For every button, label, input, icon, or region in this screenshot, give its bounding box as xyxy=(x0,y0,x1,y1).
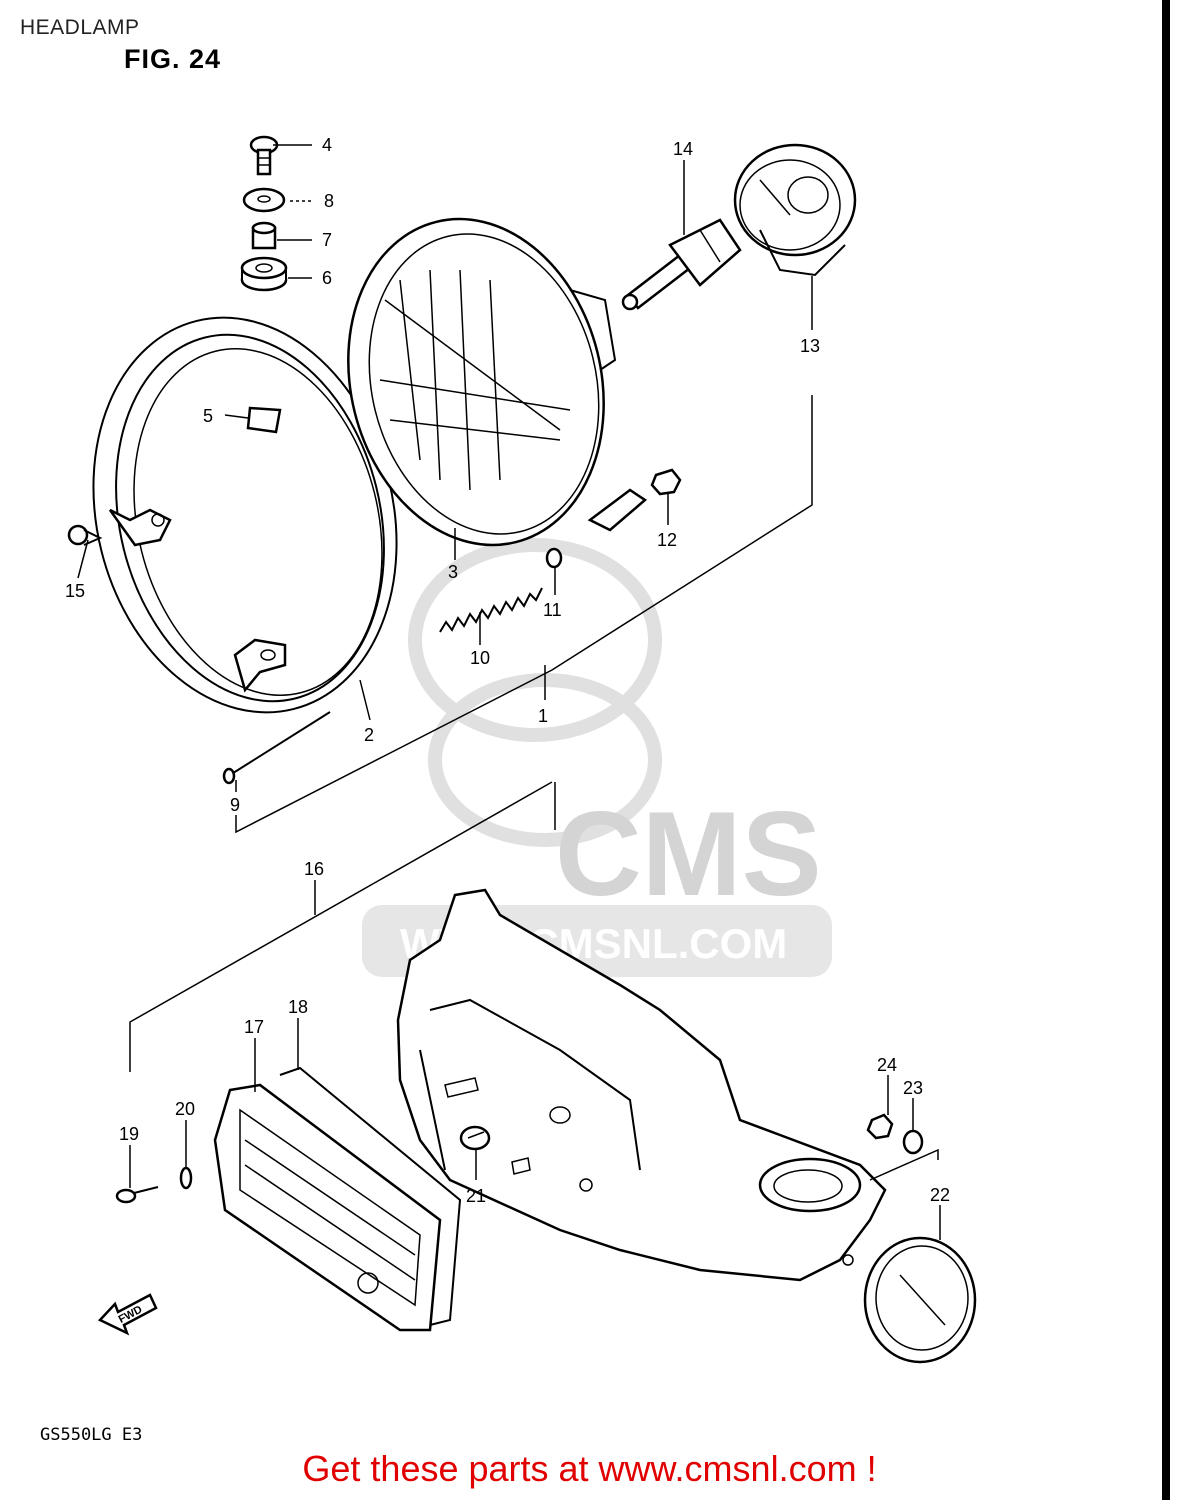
callout-7: 7 xyxy=(322,230,332,250)
part-cowl-16 xyxy=(396,888,887,1282)
callout-15: 15 xyxy=(65,581,85,601)
callout-5: 5 xyxy=(203,406,213,426)
callout-10: 10 xyxy=(470,648,490,668)
callout-23: 23 xyxy=(903,1078,923,1098)
callout-4: 4 xyxy=(322,135,332,155)
part-nut-24 xyxy=(866,1113,894,1140)
callout-1: 1 xyxy=(538,706,548,726)
part-nut-12 xyxy=(650,468,682,496)
part-gasket-18 xyxy=(279,1066,462,1326)
watermark-logo-text: CMS xyxy=(555,787,822,921)
part-cap-22 xyxy=(863,1236,977,1364)
part-washer-20 xyxy=(179,1166,193,1190)
part-collar-7 xyxy=(251,221,277,250)
right-edge-border xyxy=(1162,0,1170,1500)
part-washer-8 xyxy=(242,187,286,213)
cmsnl-watermark: CMS WWW.CMSNL.COM xyxy=(362,538,832,977)
part-washer-11 xyxy=(545,547,563,569)
part-screw-4 xyxy=(249,135,279,176)
callout-6: 6 xyxy=(322,268,332,288)
callout-21: 21 xyxy=(466,1186,486,1206)
figure-number: FIG. 24 xyxy=(124,44,222,74)
leader-lines xyxy=(77,144,941,1240)
callout-18: 18 xyxy=(288,997,308,1017)
part-headlamp-unit-3 xyxy=(347,217,648,547)
callout-3: 3 xyxy=(448,562,458,582)
callout-19: 19 xyxy=(119,1124,139,1144)
callout-2: 2 xyxy=(364,725,374,745)
callout-12: 12 xyxy=(657,530,677,550)
part-clip-21 xyxy=(459,1125,491,1151)
forward-direction-arrow: FWD xyxy=(97,1293,158,1336)
part-bulb-14 xyxy=(621,218,742,311)
part-grommet-6 xyxy=(240,256,288,292)
callout-13: 13 xyxy=(800,336,820,356)
part-spring-10 xyxy=(439,587,543,633)
callout-8: 8 xyxy=(324,191,334,211)
model-code: GS550LG E3 xyxy=(40,1425,143,1445)
callout-22: 22 xyxy=(930,1185,950,1205)
footer-link-text[interactable]: Get these parts at www.cmsnl.com ! xyxy=(302,1448,877,1489)
part-headlamp-rim-2 xyxy=(92,316,398,714)
callout-17: 17 xyxy=(244,1017,264,1037)
callout-16: 16 xyxy=(304,859,324,879)
callout-9: 9 xyxy=(230,795,240,815)
callout-24: 24 xyxy=(877,1055,897,1075)
part-adjusting-screw-9 xyxy=(222,711,331,785)
callout-11: 11 xyxy=(543,600,562,620)
part-grille-17 xyxy=(213,1083,442,1332)
part-washer-23 xyxy=(902,1129,924,1155)
part-socket-cover-13 xyxy=(733,143,857,277)
callout-14: 14 xyxy=(673,139,693,159)
callout-20: 20 xyxy=(175,1099,195,1119)
callout-labels: 4 8 7 6 5 14 13 12 11 10 3 2 1 15 9 16 1… xyxy=(65,135,950,1206)
part-screw-19 xyxy=(115,1186,159,1204)
part-clip-5 xyxy=(246,406,282,434)
diagram-header-title: HEADLAMP xyxy=(20,16,140,39)
part-clip-15 xyxy=(67,524,103,546)
